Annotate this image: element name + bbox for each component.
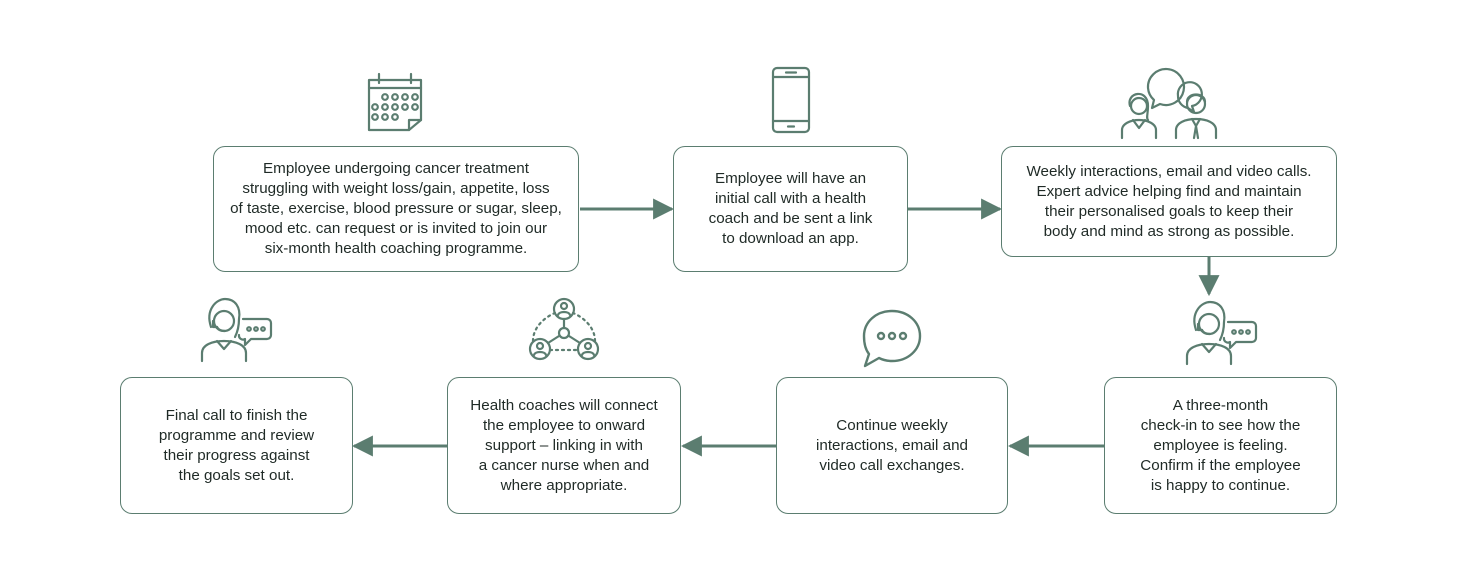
headset-agent-chat-icon xyxy=(200,297,273,363)
step-7-text: Final call to finish the programme and r… xyxy=(158,406,315,484)
people-chat-icon xyxy=(1120,67,1218,140)
smartphone-icon xyxy=(771,66,811,134)
step-6-box: Health coaches will connect the employee… xyxy=(447,377,681,514)
step-5-text: Continue weekly interactions, email and … xyxy=(816,416,968,474)
step-3-text: Weekly interactions, email and video cal… xyxy=(1026,162,1312,240)
speech-bubble-icon xyxy=(862,309,922,368)
step-1-box: Employee undergoing cancer treatment str… xyxy=(213,146,579,272)
network-people-icon xyxy=(528,297,600,361)
step-4-text: A three-month check-in to see how the em… xyxy=(1140,396,1301,494)
step-2-box: Employee will have an initial call with … xyxy=(673,146,908,272)
step-1-text: Employee undergoing cancer treatment str… xyxy=(230,160,562,257)
step-4-box: A three-month check-in to see how the em… xyxy=(1104,377,1337,514)
step-6-text: Health coaches will connect the employee… xyxy=(470,396,658,494)
headset-agent-chat-icon xyxy=(1185,300,1258,366)
step-5-box: Continue weekly interactions, email and … xyxy=(776,377,1008,514)
step-2-text: Employee will have an initial call with … xyxy=(708,170,873,247)
calendar-icon xyxy=(367,72,423,132)
step-3-box: Weekly interactions, email and video cal… xyxy=(1001,146,1337,257)
step-7-box: Final call to finish the programme and r… xyxy=(120,377,353,514)
